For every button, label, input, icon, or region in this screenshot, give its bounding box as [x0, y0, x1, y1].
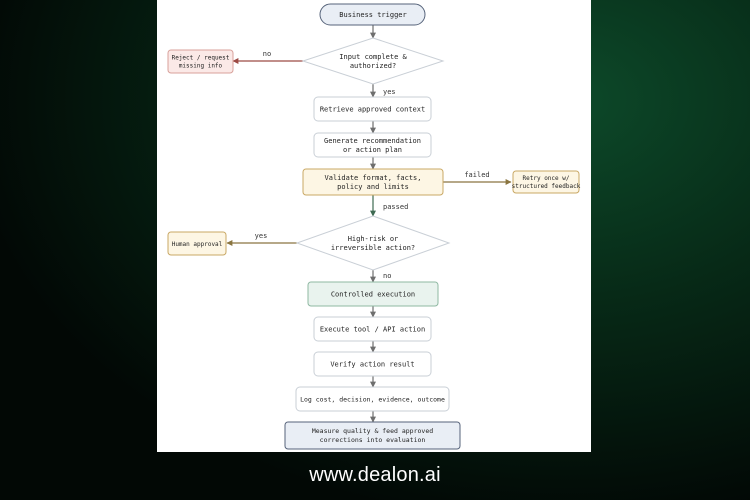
edge-label-validate-passed: passed [383, 203, 408, 211]
svg-text:Validate format, facts,: Validate format, facts, [325, 174, 422, 182]
footer-website: www.dealon.ai [0, 460, 750, 490]
node-reject: Reject / request missing info [167, 49, 234, 74]
svg-text:Measure quality & feed approve: Measure quality & feed approved [312, 427, 433, 435]
svg-text:policy and limits: policy and limits [337, 183, 409, 191]
svg-text:Execute tool / API action: Execute tool / API action [320, 326, 425, 334]
node-verify: Verify action result [313, 351, 432, 377]
node-risk-check: High-risk or irreversible action? [295, 215, 451, 271]
edge-labels: no yes failed passed yes no [255, 50, 490, 280]
svg-text:Controlled execution: Controlled execution [331, 291, 415, 299]
svg-text:missing info: missing info [179, 63, 223, 70]
svg-text:Generate recommendation: Generate recommendation [324, 137, 421, 145]
svg-text:irreversible action?: irreversible action? [331, 244, 415, 252]
svg-text:authorized?: authorized? [350, 62, 396, 70]
edge-label-input-no: no [263, 50, 271, 58]
node-input-check: Input complete & authorized? [301, 37, 445, 85]
svg-text:Human approval: Human approval [172, 241, 223, 248]
svg-text:High-risk or: High-risk or [348, 235, 399, 243]
edge-label-input-yes: yes [383, 88, 396, 96]
svg-text:Retrieve approved context: Retrieve approved context [320, 106, 425, 114]
svg-text:Reject / request: Reject / request [172, 55, 230, 62]
connectors [226, 25, 512, 423]
svg-text:or action plan: or action plan [343, 146, 402, 154]
node-business-trigger: Business trigger [319, 3, 426, 26]
svg-text:Input complete &: Input complete & [339, 53, 407, 61]
flowchart-diagram: no yes failed passed yes no Business tri… [167, 3, 581, 450]
node-generate: Generate recommendation or action plan [313, 132, 432, 158]
node-controlled-execution: Controlled execution [307, 281, 439, 307]
node-log: Log cost, decision, evidence, outcome [295, 386, 450, 412]
edge-label-validate-failed: failed [464, 171, 489, 179]
svg-text:Log cost, decision, evidence,: Log cost, decision, evidence, outcome [300, 396, 445, 404]
svg-text:Verify action result: Verify action result [330, 361, 414, 369]
edge-label-risk-no: no [383, 272, 391, 280]
svg-text:Retry once w/: Retry once w/ [523, 175, 570, 182]
node-retry: Retry once w/ structured feedback [512, 170, 581, 194]
svg-text:corrections into evaluation: corrections into evaluation [320, 436, 426, 444]
nodes: Business trigger Input complete & author… [167, 3, 581, 450]
edge-label-risk-yes: yes [255, 232, 268, 240]
node-measure: Measure quality & feed approved correcti… [284, 421, 461, 450]
node-human-approval: Human approval [167, 231, 227, 256]
flowchart-panel: no yes failed passed yes no Business tri… [157, 0, 591, 452]
node-execute: Execute tool / API action [313, 316, 432, 342]
website-url: www.dealon.ai [309, 463, 441, 486]
node-validate: Validate format, facts, policy and limit… [302, 168, 444, 196]
svg-text:Business trigger: Business trigger [339, 11, 406, 19]
svg-text:structured feedback: structured feedback [512, 183, 581, 190]
node-retrieve: Retrieve approved context [313, 96, 432, 122]
